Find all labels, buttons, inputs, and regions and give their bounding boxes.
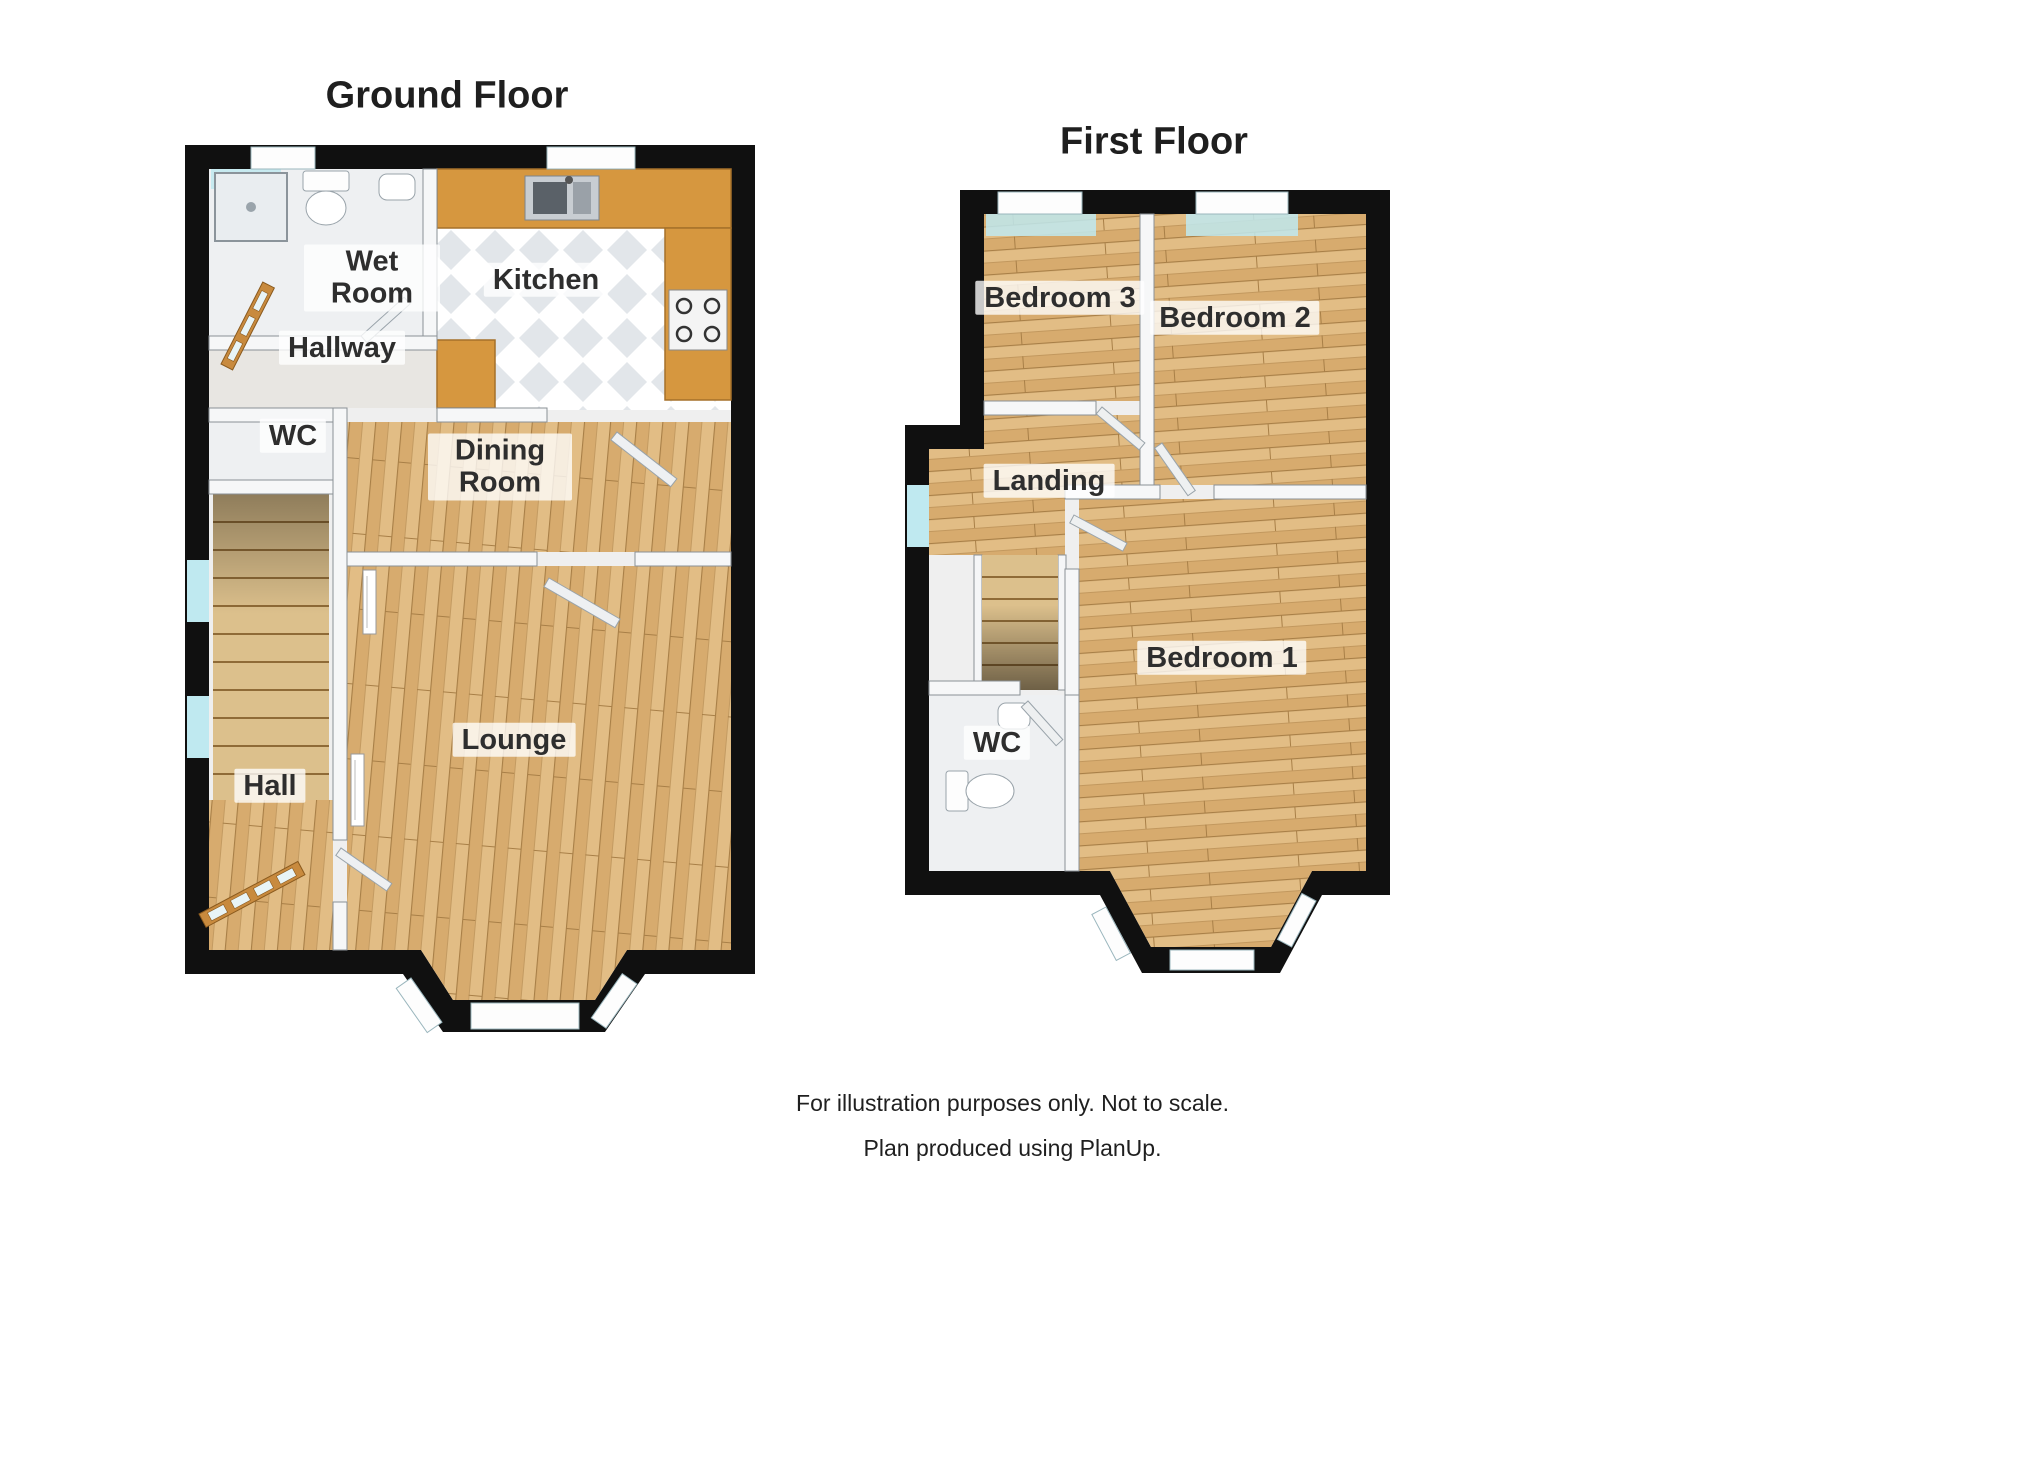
window-icon — [907, 191, 1317, 971]
footer-disclaimer: For illustration purposes only. Not to s… — [796, 1090, 1229, 1116]
bedroom1-floor — [1079, 499, 1366, 947]
room-label-lounge: Lounge — [452, 722, 576, 758]
staircase-first — [973, 554, 1067, 691]
hallway-door-icon — [220, 281, 276, 371]
toilet-icon — [945, 770, 1015, 812]
staircase-ground — [213, 494, 329, 800]
first-floor-title: First Floor — [1060, 120, 1248, 163]
door-panel-icon — [335, 847, 393, 892]
door-panel-icon — [1069, 514, 1128, 552]
door-panel-icon — [1020, 700, 1064, 747]
door-panel-icon — [1153, 442, 1196, 497]
ground-floor-plan — [185, 145, 755, 1034]
kitchen-sink-icon — [524, 175, 600, 221]
window-glow — [986, 214, 1096, 236]
room-label-wc-first: WC — [963, 725, 1031, 761]
front-door-icon — [198, 860, 306, 928]
room-label-hallway: Hallway — [279, 330, 405, 366]
toilet-icon — [302, 170, 350, 226]
shower-icon — [214, 172, 288, 242]
hall-floor — [209, 800, 333, 950]
room-label-bedroom2: Bedroom 2 — [1150, 300, 1320, 336]
ground-floor-title: Ground Floor — [325, 74, 569, 117]
room-label-bedroom3: Bedroom 3 — [975, 280, 1145, 316]
window-glow — [1186, 214, 1298, 236]
door-panel-icon — [1095, 406, 1146, 451]
room-label-kitchen: Kitchen — [483, 262, 609, 298]
stove-icon — [668, 289, 728, 351]
lounge-floor — [347, 566, 731, 1000]
room-label-hall: Hall — [234, 768, 306, 804]
door-panel-icon — [610, 431, 678, 488]
room-label-bedroom1: Bedroom 1 — [1137, 640, 1307, 676]
room-label-dining-room: Dining Room — [428, 433, 572, 501]
basin-icon — [378, 173, 416, 201]
bedroom2-floor — [1154, 214, 1366, 485]
window-icon — [187, 146, 638, 1034]
kitchen-counter-left — [436, 339, 496, 409]
radiator — [350, 569, 377, 827]
room-label-landing: Landing — [983, 463, 1115, 499]
footer-credit: Plan produced using PlanUp. — [863, 1135, 1162, 1161]
room-label-wc-ground: WC — [259, 418, 327, 454]
door-panel-icon — [543, 577, 621, 629]
room-label-wet-room: Wet Room — [304, 244, 440, 312]
